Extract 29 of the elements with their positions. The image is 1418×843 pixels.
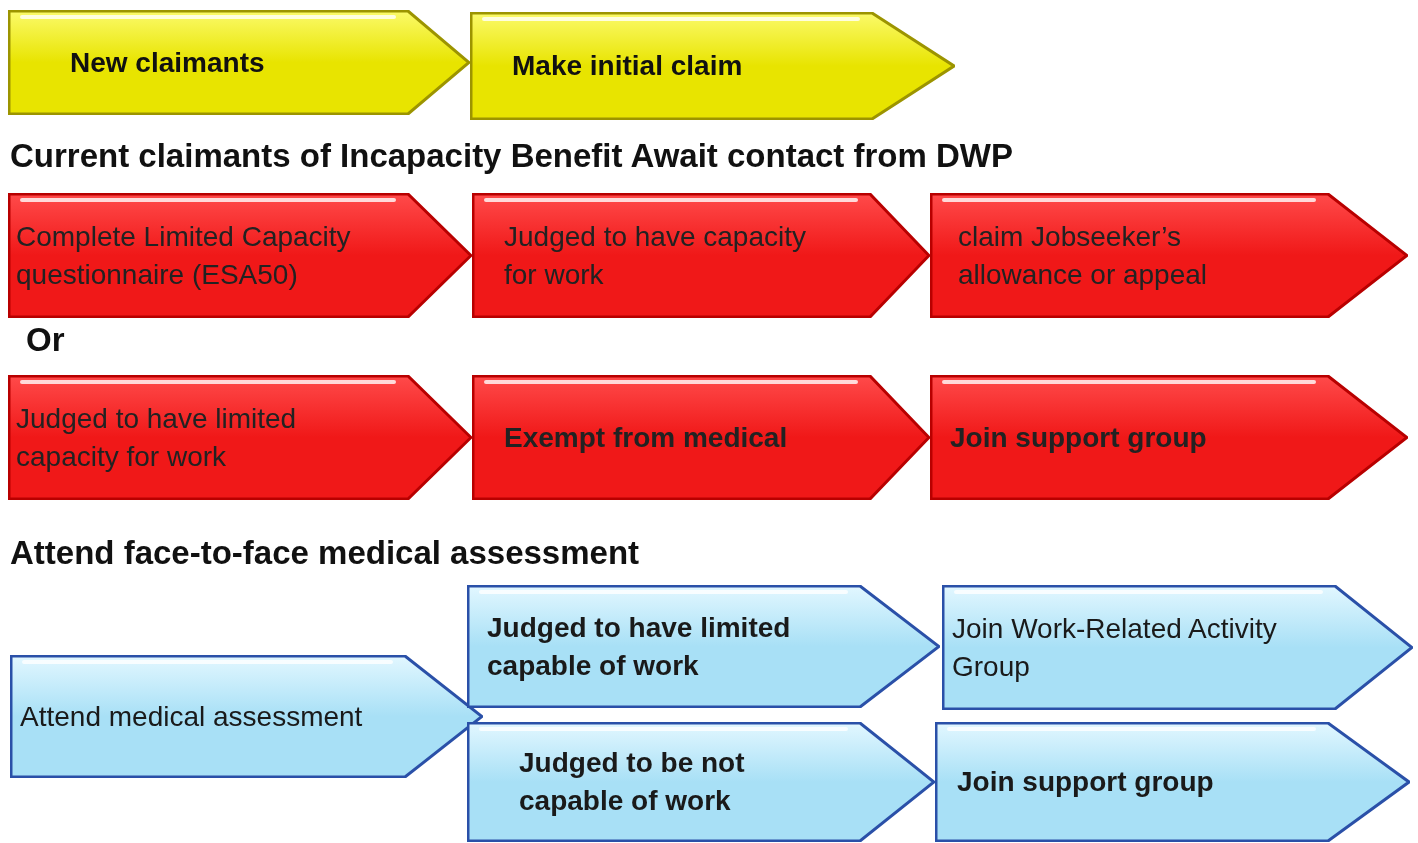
arrow-shape (470, 12, 955, 120)
node-text: Judged to have limited capable of work (487, 610, 792, 683)
node-text: Join support group (957, 765, 1214, 799)
arrow-shape (467, 722, 935, 842)
arrow-shape (472, 193, 930, 318)
section-heading: Attend face-to-face medical assessment (10, 533, 640, 573)
node-text: Join Work-Related Activity Group (952, 611, 1278, 684)
node-text: claim Jobseeker’s allowance or appeal (958, 219, 1209, 292)
arrow-shape (8, 375, 472, 500)
arrow-shape (935, 722, 1410, 842)
node-text: Exempt from medical (504, 420, 788, 455)
arrow-shape (930, 375, 1408, 500)
node-text: Join support group (950, 420, 1207, 455)
arrow-shape (8, 10, 470, 115)
node-text: Judged to be not capable of work (519, 746, 746, 818)
arrow-shape (10, 655, 483, 778)
node-text: New claimants (70, 45, 265, 80)
section-heading: Or (26, 320, 65, 360)
section-heading: Current claimants of Incapacity Benefit Await contact from DWP (10, 136, 1014, 176)
node-text: Complete Limited Capacity questionnaire (ESA50) (16, 219, 352, 292)
arrow-shape (942, 585, 1413, 710)
arrow-shape (8, 193, 472, 318)
node-text: Attend medical assessment (20, 699, 363, 734)
arrow-shape (467, 585, 940, 708)
node-text: Judged to have capacity for work (504, 219, 807, 292)
arrow-shape (930, 193, 1408, 318)
node-text: Make initial claim (512, 49, 743, 83)
arrow-shape (472, 375, 930, 500)
node-text: Judged to have limited capacity for work (16, 401, 298, 474)
